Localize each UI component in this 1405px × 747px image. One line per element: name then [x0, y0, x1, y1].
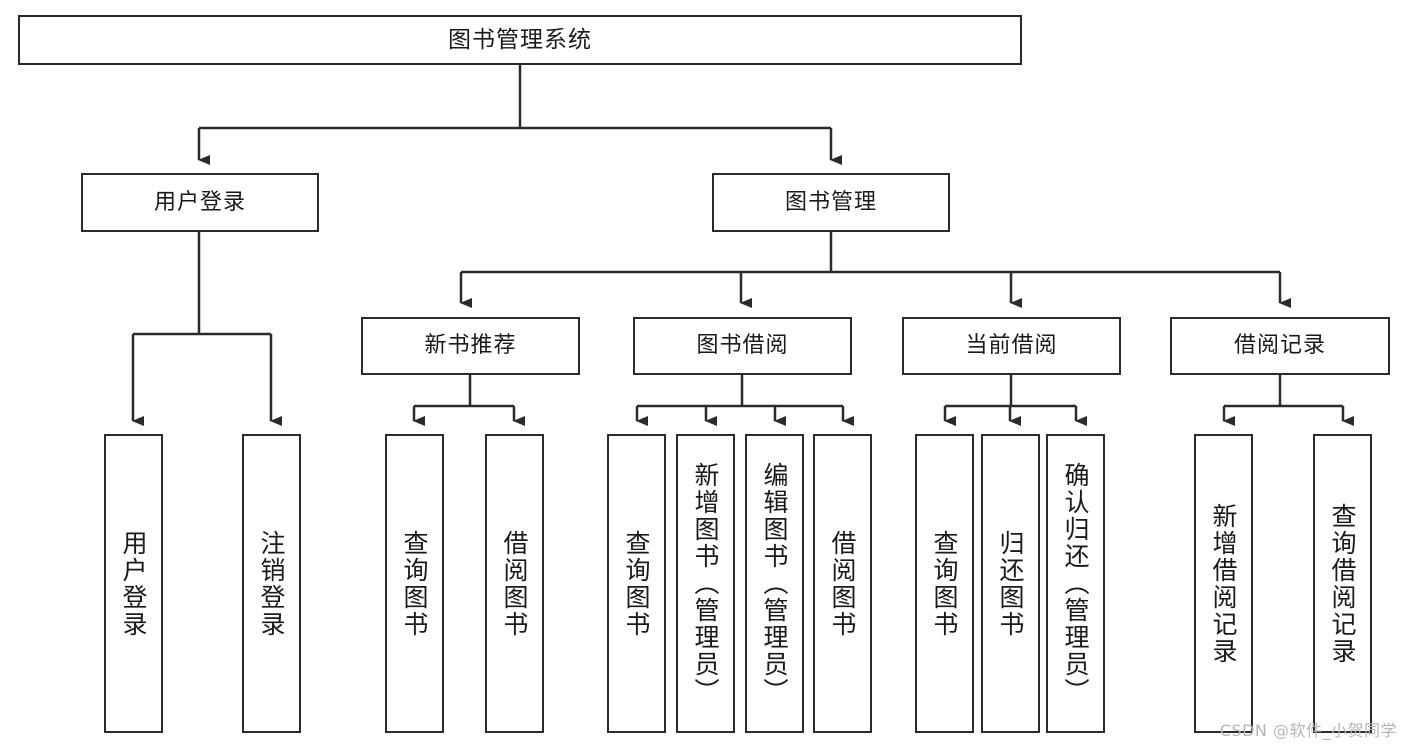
node-label: 图书管理系统	[448, 26, 592, 53]
node-label: 当前借阅	[965, 333, 1058, 359]
node-label: 注销登录	[257, 529, 286, 638]
leaf-borrow-book[interactable]: 借阅图书	[813, 434, 872, 733]
node-label: 编辑图书（管理员）	[760, 462, 789, 705]
node-borrow-record[interactable]: 借阅记录	[1170, 317, 1390, 375]
node-label: 查询图书	[622, 529, 651, 638]
leaf-add-borrow-record[interactable]: 新增借阅记录	[1194, 434, 1253, 733]
node-label: 确认归还（管理员）	[1061, 462, 1090, 705]
leaf-borrow-book-recommend[interactable]: 借阅图书	[485, 434, 544, 733]
leaf-edit-book-admin[interactable]: 编辑图书（管理员）	[745, 434, 804, 733]
node-book-management[interactable]: 图书管理	[712, 173, 950, 232]
leaf-confirm-return-admin[interactable]: 确认归还（管理员）	[1046, 434, 1105, 733]
node-book-borrow[interactable]: 图书借阅	[633, 317, 852, 375]
node-label: 借阅图书	[828, 529, 857, 638]
node-label: 图书借阅	[696, 333, 789, 359]
node-label: 借阅记录	[1233, 333, 1326, 359]
node-label: 查询图书	[930, 529, 959, 638]
leaf-query-book-borrow[interactable]: 查询图书	[607, 434, 666, 733]
node-current-borrow[interactable]: 当前借阅	[902, 317, 1121, 375]
leaf-query-borrow-record[interactable]: 查询借阅记录	[1313, 434, 1372, 733]
node-label: 图书管理	[784, 189, 877, 215]
node-user-login[interactable]: 用户登录	[81, 173, 319, 232]
node-label: 新书推荐	[424, 333, 517, 359]
leaf-logout[interactable]: 注销登录	[242, 434, 301, 733]
node-label: 新增图书（管理员）	[691, 462, 720, 705]
watermark-text: CSDN @软件_小贺同学	[1219, 721, 1397, 740]
node-label: 查询图书	[400, 529, 429, 638]
leaf-add-book-admin[interactable]: 新增图书（管理员）	[676, 434, 735, 733]
leaf-return-book[interactable]: 归还图书	[981, 434, 1040, 733]
leaf-query-book-recommend[interactable]: 查询图书	[385, 434, 444, 733]
leaf-query-book-current[interactable]: 查询图书	[915, 434, 974, 733]
leaf-user-login[interactable]: 用户登录	[104, 434, 163, 733]
node-root-book-management-system[interactable]: 图书管理系统	[18, 15, 1022, 65]
node-label: 归还图书	[996, 529, 1025, 638]
node-label: 用户登录	[119, 529, 148, 638]
node-label: 借阅图书	[500, 529, 529, 638]
node-label: 查询借阅记录	[1328, 502, 1357, 665]
node-label: 用户登录	[153, 189, 246, 215]
node-label: 新增借阅记录	[1209, 502, 1238, 665]
node-new-book-recommend[interactable]: 新书推荐	[361, 317, 580, 375]
